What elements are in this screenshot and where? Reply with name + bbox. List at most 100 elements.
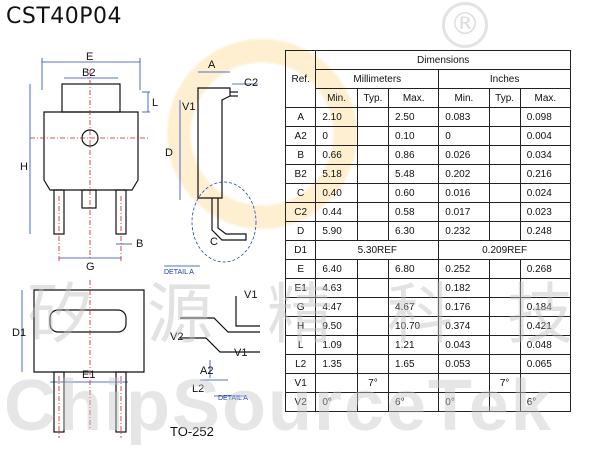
cell-mm-min: 5.18	[315, 164, 358, 184]
dimensions-table: Ref. Dimensions Millimeters Inches Min. …	[284, 50, 572, 412]
cell-mm-max: 5.48	[388, 164, 440, 184]
cell-mm-min: 2.10	[315, 107, 358, 127]
registered-mark: ®	[442, 2, 488, 48]
cell-in-max: 0.098	[519, 107, 572, 127]
cell-mm-min: 0.66	[315, 145, 358, 165]
cell-in-max: 0.024	[519, 183, 572, 203]
cell-in-min: 0.083	[438, 107, 490, 127]
cell-mm-typ	[356, 126, 390, 146]
cell-in-min: 0.202	[438, 164, 490, 184]
label-A: A	[208, 59, 216, 71]
cell-mm-typ	[356, 107, 390, 127]
watermark-char: 科	[387, 276, 453, 353]
subheader-mm-max: Max.	[388, 88, 440, 108]
cell-mm-max: 0.10	[388, 126, 440, 146]
cell-ref: B2	[284, 164, 317, 184]
label-V1-detail-lower: V1	[234, 347, 247, 359]
cell-in-max: 0.023	[519, 202, 572, 222]
detail-a-view: V1 V2 V1 A2 L2 DETAIL A	[170, 289, 260, 402]
cell-in-max: 6°	[519, 392, 572, 412]
label-G: G	[86, 261, 95, 273]
cell-ref: D	[284, 221, 317, 241]
package-type-label: TO-252	[170, 424, 214, 439]
cell-mm-min: 0	[315, 126, 358, 146]
cell-ref: A	[284, 107, 317, 127]
cell-mm-typ	[356, 392, 390, 412]
label-L2: L2	[192, 383, 204, 395]
label-D: D	[165, 147, 173, 159]
cell-in-typ	[488, 145, 521, 165]
cell-in-min: 0	[438, 126, 490, 146]
cell-ref: C	[284, 183, 317, 203]
cell-mm-typ	[356, 164, 390, 184]
side-view: A C2 V1 D C DETAIL A	[164, 59, 258, 276]
subheader-in-typ: Typ.	[488, 88, 521, 108]
label-D1: D1	[12, 327, 26, 339]
cell-in-max: 0.004	[519, 126, 572, 146]
cell-ref: A2	[284, 126, 317, 146]
cell-in-typ	[488, 392, 521, 412]
detail-a-label: DETAIL A	[164, 269, 194, 276]
watermark-english: ChipSourceTek	[4, 366, 553, 446]
cell-in-max: 0.034	[519, 145, 572, 165]
cell-mm-max: 0.86	[388, 145, 440, 165]
cell-in-typ	[488, 126, 521, 146]
cell-ref: V2	[284, 392, 317, 412]
label-B: B	[136, 238, 143, 250]
cell-mm-min: 0.44	[315, 202, 358, 222]
header-inches: Inches	[438, 69, 571, 89]
cell-in-max: 0.216	[519, 164, 572, 184]
cell-in-typ	[488, 183, 521, 203]
cell-mm-min: 0°	[315, 392, 358, 412]
label-A2: A2	[200, 365, 213, 377]
cell-in-max: 0.248	[519, 221, 572, 241]
subheader-in-max: Max.	[519, 88, 572, 108]
cell-mm-typ	[356, 183, 390, 203]
label-V1: V1	[182, 101, 195, 113]
label-L: L	[152, 97, 158, 109]
cell-mm-max: 2.50	[388, 107, 440, 127]
header-dimensions: Dimensions	[315, 50, 571, 70]
cell-mm-typ	[356, 259, 390, 279]
label-V1-detail: V1	[244, 289, 257, 301]
watermark-char: 源	[147, 276, 213, 353]
cell-mm-max: 6.30	[388, 221, 440, 241]
cell-in-typ	[488, 221, 521, 241]
cell-in-typ	[488, 202, 521, 222]
label-C: C	[210, 236, 218, 248]
cell-mm-typ	[356, 221, 390, 241]
cell-ref: C2	[284, 202, 317, 222]
cell-ref: B	[284, 145, 317, 165]
cell-in-ref: 0.209REF	[438, 240, 571, 260]
watermark-char: 矽	[27, 276, 93, 353]
detail-a-label-2: DETAIL A	[218, 395, 248, 402]
watermark-char: 技	[507, 276, 573, 353]
cell-mm-typ	[356, 145, 390, 165]
cell-mm-ref: 5.30REF	[315, 240, 440, 260]
label-E: E	[86, 51, 93, 63]
header-millimeters: Millimeters	[315, 69, 440, 89]
cell-mm-min: 5.90	[315, 221, 358, 241]
cell-in-min: 0.016	[438, 183, 490, 203]
label-H: H	[20, 161, 28, 173]
watermark-char: 精	[267, 276, 333, 353]
watermark-chinese: 矽 源 精 科 技	[0, 282, 600, 348]
label-E1: E1	[82, 369, 95, 381]
cell-mm-max: 0.58	[388, 202, 440, 222]
cell-mm-typ	[356, 202, 390, 222]
cell-in-typ	[488, 107, 521, 127]
cell-in-typ	[488, 164, 521, 184]
subheader-in-min: Min.	[438, 88, 490, 108]
label-V2: V2	[170, 331, 183, 343]
